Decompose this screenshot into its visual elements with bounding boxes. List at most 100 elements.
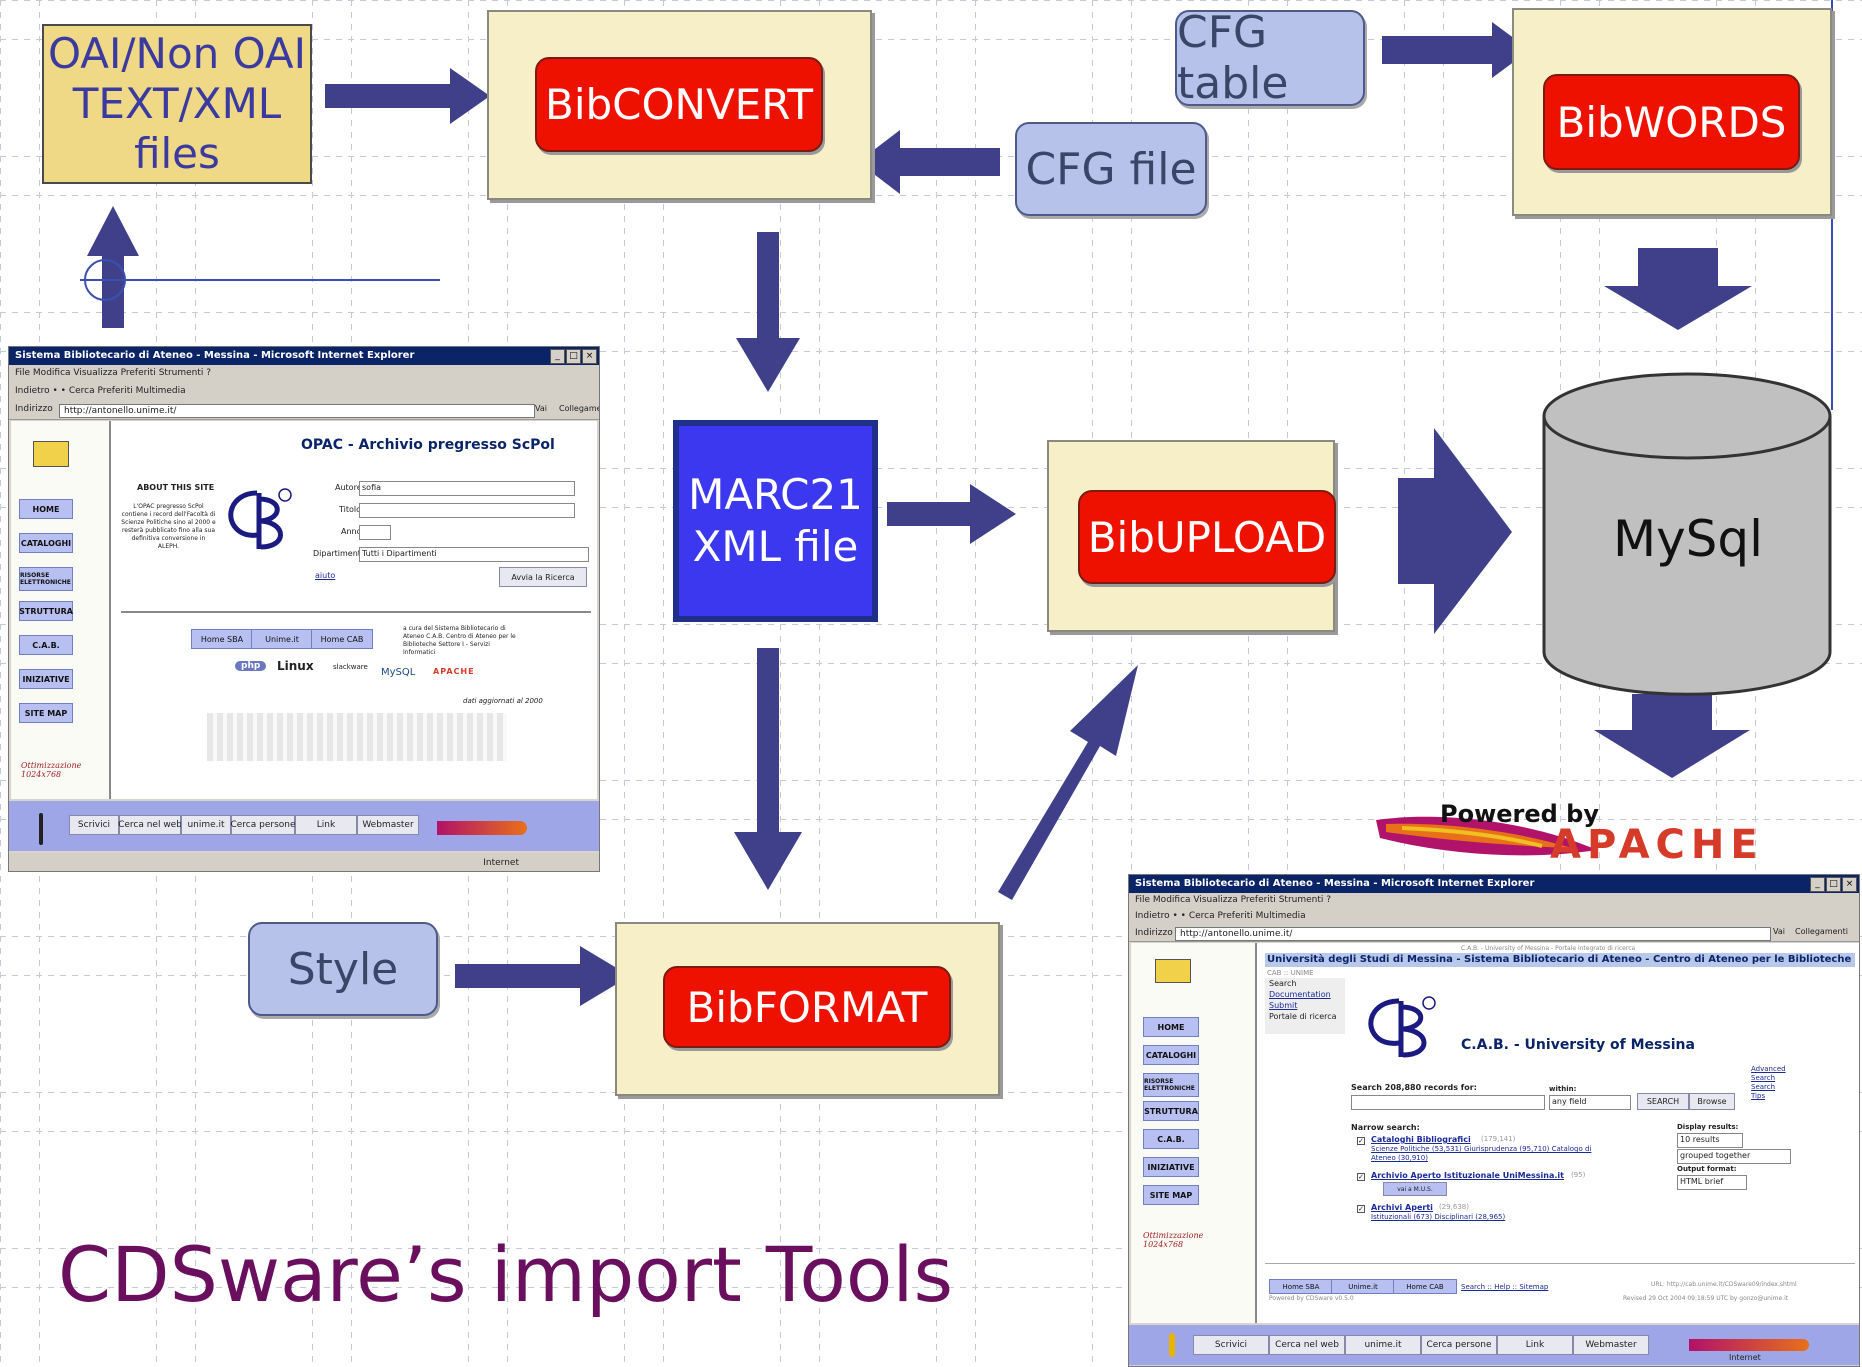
shot2-browse-button[interactable]: Browse [1689,1093,1735,1110]
shot1-year-input[interactable] [359,525,391,540]
shot2-advanced-search-link[interactable]: Search [1751,1074,1776,1082]
shot2-nav-cab[interactable]: C.A.B. [1143,1129,1199,1149]
shot1-menubar[interactable]: File Modifica Visualizza Preferiti Strum… [9,365,599,382]
shot1-author-label: Autore [335,483,362,492]
close-icon[interactable]: × [1842,877,1857,892]
shot2-footer-webmaster[interactable]: Webmaster [1573,1335,1649,1355]
shot2-nav-struttura[interactable]: STRUTTURA [1143,1101,1199,1121]
arrow-bibformat-to-bibupload [998,665,1138,900]
shot2-toolbar[interactable]: Indietro • • Cerca Preferiti Multimedia [1129,907,1859,926]
shot1-dept-select[interactable]: Tutti i Dipartimenti [359,547,589,562]
shot1-address-label: Indirizzo [15,404,53,414]
apache-name-text: APACHE [1550,822,1764,868]
shot1-footer-link[interactable]: Link [295,815,357,835]
shot2-advanced-link[interactable]: Advanced [1751,1065,1786,1073]
shot2-footer-persone[interactable]: Cerca persone [1421,1335,1497,1355]
cdsware-screenshot: Sistema Bibliotecario di Ateneo - Messin… [1128,874,1860,1367]
shot1-unime[interactable]: Unime.it [251,629,313,649]
shot2-tips-link[interactable]: Tips [1751,1092,1766,1100]
shot2-footer-link[interactable]: Link [1497,1335,1573,1355]
shot1-footer-webmaster[interactable]: Webmaster [357,815,419,835]
minimize-icon[interactable]: _ [550,349,565,364]
shot2-footer-web[interactable]: Cerca nel web [1269,1335,1345,1355]
shot2-coll-1-name[interactable]: Cataloghi Bibliografici [1371,1135,1471,1144]
apache-small-logo: APACHE [433,667,475,676]
shot2-link-search[interactable]: Search [1269,979,1297,988]
shot1-footer-persone[interactable]: Cerca persone [230,815,296,835]
shot2-search-input[interactable] [1351,1095,1545,1110]
shot2-nav-home[interactable]: HOME [1143,1017,1199,1037]
checkbox-icon[interactable]: ✓ [1357,1205,1365,1213]
php-logo: php [235,661,267,671]
shot2-divider [1265,1263,1855,1264]
shot1-nav-cab[interactable]: C.A.B. [19,635,73,655]
shot2-results-select[interactable]: 10 results [1677,1133,1743,1148]
shot2-coll-3-name[interactable]: Archivi Aperti [1371,1203,1433,1212]
shot2-tips-search-link[interactable]: Search [1751,1083,1776,1091]
shot1-search-button[interactable]: Avvia la Ricerca [499,567,587,587]
shot1-statusbar: Internet [9,853,599,871]
shot2-address-input[interactable]: http://antonello.unime.it/ [1175,927,1771,941]
shot2-home-cab[interactable]: Home CAB [1393,1279,1457,1294]
shot1-footer-scrivici[interactable]: Scrivici [69,815,119,835]
shot2-field-select[interactable]: any field [1549,1095,1631,1110]
shot1-nav-iniziative[interactable]: INIZIATIVE [19,669,73,689]
shot1-home-cab[interactable]: Home CAB [311,629,373,649]
shot1-nav-cataloghi[interactable]: CATALOGHI [19,533,73,553]
shot2-nav-iniziative[interactable]: INIZIATIVE [1143,1157,1199,1177]
shot1-author-input[interactable]: sofia [359,481,575,496]
cab-logo-icon [228,488,292,550]
shot1-about-text: L'OPAC pregresso ScPol contiene i record… [121,503,216,550]
shot2-link-portale[interactable]: Portale di ricerca [1269,1012,1337,1021]
shot2-coll-1-subs[interactable]: Scienze Politiche (53,531) Giurisprudenz… [1371,1145,1592,1162]
shot2-link-submit[interactable]: Submit [1269,1001,1298,1010]
shot2-nav-risorse[interactable]: RISORSE ELETTRONICHE [1143,1073,1199,1097]
maximize-icon[interactable]: □ [1826,877,1841,892]
shot2-coll-2-name[interactable]: Archivio Aperto Istituzionale UniMessina… [1371,1171,1564,1180]
shot1-toolbar[interactable]: Indietro • • Cerca Preferiti Multimedia [9,381,599,402]
shot1-title-input[interactable] [359,503,575,518]
shot2-nav-cataloghi[interactable]: CATALOGHI [1143,1045,1199,1065]
shot2-menubar[interactable]: File Modifica Visualizza Preferiti Strum… [1129,893,1859,908]
arrow-bibwords-to-mysql [1604,248,1752,330]
checkbox-icon[interactable]: ✓ [1357,1137,1365,1145]
close-icon[interactable]: × [582,349,597,364]
shot1-home-sba[interactable]: Home SBA [191,629,253,649]
shot2-grouped-select[interactable]: grouped together [1677,1149,1791,1164]
shot1-nav-struttura[interactable]: STRUTTURA [19,601,73,621]
shot1-window-title: Sistema Bibliotecario di Ateneo - Messin… [15,350,415,361]
shot2-url: URL: http://cab.unime.it/CDSware09/index… [1651,1281,1797,1288]
shot2-bottom-links[interactable]: Search :: Help :: Sitemap [1461,1283,1549,1291]
shot1-help-link[interactable]: aiuto [315,571,336,580]
shot1-links-label: Collegamenti [559,404,600,413]
shot2-search-button[interactable]: SEARCH [1637,1093,1689,1110]
shot2-footer-icon [1169,1333,1175,1357]
oai-line-3: files [134,129,220,178]
shot2-unime[interactable]: Unime.it [1331,1279,1395,1294]
shot2-output-select[interactable]: HTML brief [1677,1175,1747,1190]
shot2-footer-scrivici[interactable]: Scrivici [1193,1335,1269,1355]
shot1-address-input[interactable]: http://antonello.unime.it/ [59,404,535,418]
shot1-footer-web[interactable]: Cerca nel web [118,815,182,835]
shot2-link-documentation[interactable]: Documentation [1269,990,1331,999]
shot2-coll-2-sub[interactable]: vai a M.U.S. [1383,1182,1447,1196]
shot2-titlebar: Sistema Bibliotecario di Ateneo - Messin… [1129,875,1859,893]
shot1-nav-sitemap[interactable]: SITE MAP [19,703,73,723]
shot1-apache-feather-icon [437,821,527,835]
book-logo-icon [33,441,69,467]
shot1-nav-risorse[interactable]: RISORSE ELETTRONICHE [19,567,73,591]
shot1-go-button[interactable]: Vai [535,404,547,413]
checkbox-icon[interactable]: ✓ [1357,1173,1365,1181]
oai-line-2: TEXT/XML [72,79,282,128]
minimize-icon[interactable]: _ [1810,877,1825,892]
shot2-address-label: Indirizzo [1135,928,1173,938]
shot1-footer-unime[interactable]: unime.it [181,815,231,835]
shot2-footer-unime[interactable]: unime.it [1345,1335,1421,1355]
shot2-header-band [1265,953,1855,967]
shot2-home-sba[interactable]: Home SBA [1269,1279,1333,1294]
shot1-nav-home[interactable]: HOME [19,499,73,519]
shot2-go-button[interactable]: Vai [1773,927,1785,936]
maximize-icon[interactable]: □ [566,349,581,364]
shot2-nav-sitemap[interactable]: SITE MAP [1143,1185,1199,1205]
shot2-coll-3-subs[interactable]: Istituzionali (673) Disciplinari (28,965… [1371,1213,1506,1221]
